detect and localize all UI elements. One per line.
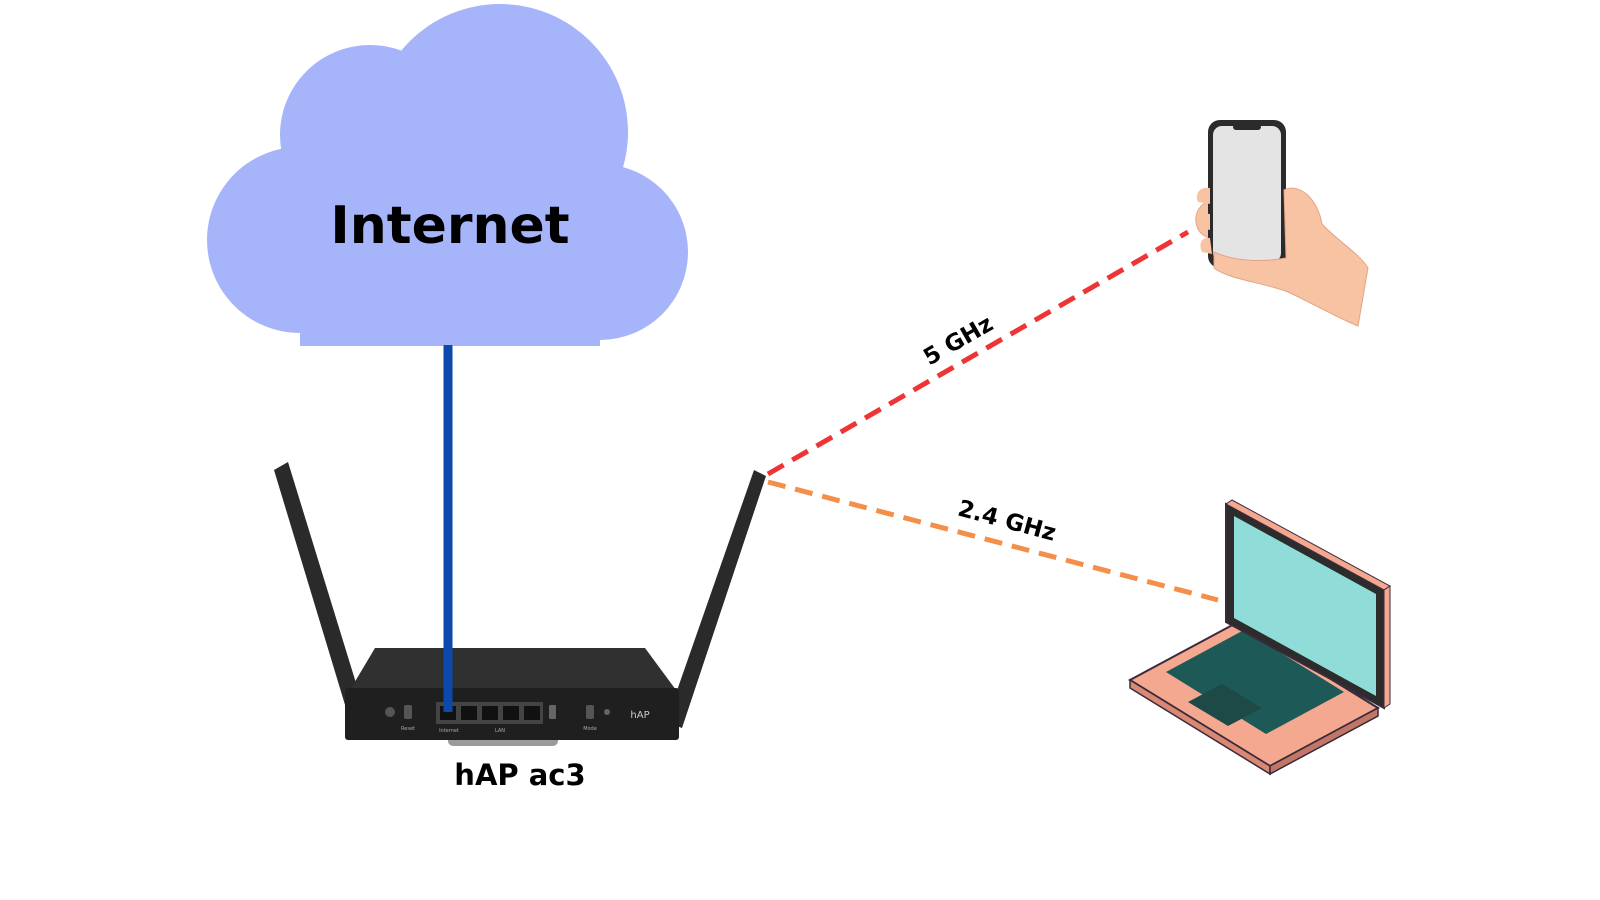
laptop-icon xyxy=(1127,499,1391,776)
router-top-panel xyxy=(350,648,676,690)
led-indicator xyxy=(604,709,610,715)
laptop-screen xyxy=(1234,516,1376,696)
power-jack xyxy=(385,707,395,717)
router-brand-mark: hAP xyxy=(630,710,649,721)
smartphone-in-hand-icon xyxy=(1195,120,1369,327)
reset-button xyxy=(404,705,412,719)
port-label-mode: Mode xyxy=(583,726,597,732)
port-label-reset: Reset xyxy=(401,726,415,732)
internet-cloud xyxy=(207,4,688,346)
phone-screen xyxy=(1213,126,1281,262)
five-ghz-link-line xyxy=(766,229,1190,477)
two-four-ghz-link-line xyxy=(767,479,1219,603)
five-ghz-label: 5 GHz xyxy=(919,311,997,371)
laptop-keyboard xyxy=(1166,630,1344,734)
internet-label: Internet xyxy=(330,196,569,256)
port-label-lan: LAN xyxy=(495,728,505,734)
right-antenna xyxy=(666,470,766,728)
port-label-internet: Internet xyxy=(439,728,459,734)
usb-port xyxy=(549,705,556,719)
left-antenna xyxy=(274,462,368,728)
router: Reset Internet LAN Mode hAP xyxy=(274,462,766,746)
two-four-ghz-label: 2.4 GHz xyxy=(955,496,1059,547)
phone-notch xyxy=(1233,124,1261,130)
router-label: hAP ac3 xyxy=(454,758,585,792)
mode-button xyxy=(586,705,594,719)
laptop-touchpad xyxy=(1188,684,1262,726)
